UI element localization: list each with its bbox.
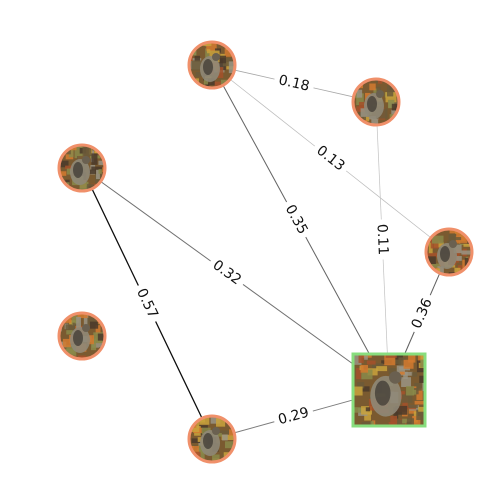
- image-node-n4[interactable]: [424, 227, 477, 280]
- edge-n2-query-b: [382, 259, 388, 355]
- edge-n6-query-b: [312, 399, 354, 412]
- edge-n1-n4-b: [345, 170, 432, 239]
- edge-n1-n4-a: [229, 78, 316, 147]
- query-image-node[interactable]: [351, 352, 431, 431]
- nodes-layer: [57, 40, 477, 468]
- edge-label-n2-query: 0.11: [374, 224, 391, 256]
- edge-label-n3-n6: 0.57: [133, 286, 161, 321]
- node-border: [351, 77, 401, 127]
- node-border: [187, 414, 237, 464]
- edge-label-n1-n4: 0.13: [313, 143, 347, 175]
- edges-layer: [91, 69, 441, 434]
- edge-label-n4-query: 0.36: [409, 296, 436, 331]
- edge-n3-query-a: [100, 181, 211, 262]
- edge-n4-query-a: [429, 272, 441, 296]
- node-border: [187, 40, 237, 90]
- edge-n2-query-a: [376, 124, 382, 220]
- image-node-n5[interactable]: [57, 311, 112, 367]
- edge-label-n1-query: 0.35: [282, 202, 311, 237]
- image-node-n6[interactable]: [187, 414, 241, 468]
- edge-label-n6-query: 0.29: [276, 405, 310, 429]
- bird-photo-thumbnail: [353, 354, 425, 426]
- image-node-n1[interactable]: [187, 40, 243, 96]
- edge-n3-query-b: [242, 284, 354, 365]
- edge-n1-query-a: [222, 84, 288, 203]
- node-border: [424, 227, 474, 277]
- edge-label-n3-query: 0.32: [210, 257, 245, 288]
- edge-label-n1-n2: 0.18: [277, 72, 311, 94]
- node-border: [57, 311, 107, 361]
- edge-n1-n2-b: [313, 87, 354, 98]
- image-node-n3[interactable]: [57, 143, 109, 195]
- edge-n6-query-a: [234, 421, 275, 434]
- edge-n4-query-b: [404, 331, 415, 355]
- edge-n1-query-b: [305, 236, 370, 355]
- edge-n3-n6-b: [155, 321, 203, 419]
- query-border: [351, 352, 427, 428]
- image-node-n2[interactable]: [351, 77, 408, 128]
- edge-n3-n6-a: [91, 188, 139, 286]
- edge-n1-n2-a: [234, 69, 275, 80]
- node-border: [57, 143, 107, 193]
